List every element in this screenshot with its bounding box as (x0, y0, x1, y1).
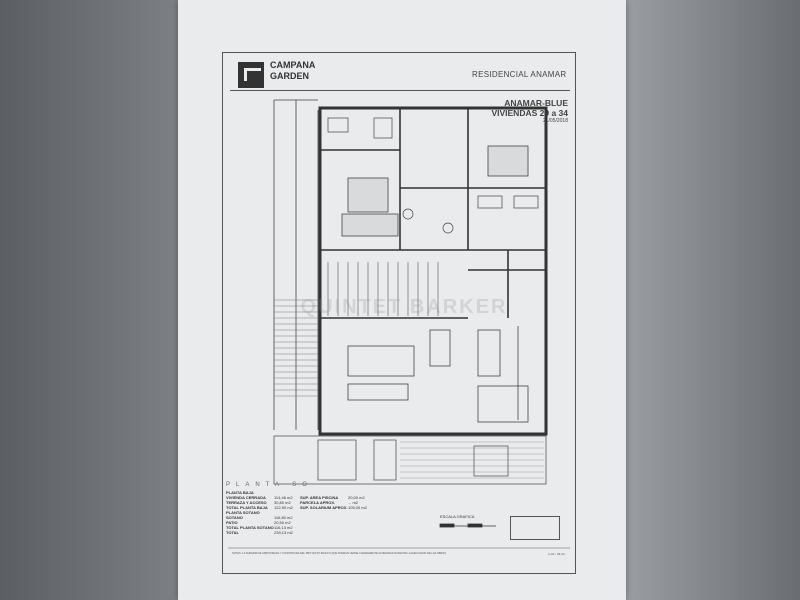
brand-line-1: CAMPANA (270, 60, 316, 70)
scale-bar (439, 523, 496, 528)
background-right (625, 0, 800, 600)
area-row: PLANTA SOTANO (226, 510, 260, 515)
planta-label: PLANTA SO (226, 482, 313, 488)
header-divider (230, 90, 570, 91)
terrace (273, 435, 547, 485)
floor-plan-drawing (228, 99, 570, 549)
exterior-stairs (274, 299, 318, 397)
project-line-2: VIVIENDAS 29 a 34 (491, 108, 568, 118)
legal-notes: NOTAS: LA SUPERFICIE APROXIMADA Y CONSTR… (232, 552, 446, 555)
brand-line-2: GARDEN (270, 71, 310, 81)
outer-walls (318, 106, 548, 436)
furniture-beds (341, 145, 529, 237)
plan-date: 21/05/2018 (542, 118, 568, 124)
project-title: ANAMAR-BLUE VIVIENDAS 29 a 34 (478, 98, 568, 118)
sheet-frame (222, 52, 576, 574)
scale-label: ESCALA GRAFICA (440, 514, 475, 519)
interior-stairs (327, 262, 439, 316)
residential-title: RESIDENCIAL ANAMAR (472, 70, 567, 79)
bathroom-fixtures (327, 117, 539, 234)
brand-name: CAMPANA GARDEN (270, 60, 330, 82)
terrace-decking (400, 441, 544, 479)
area-row: PLANTA BAJA (226, 490, 254, 495)
background-left (0, 0, 180, 600)
location-mini-map (510, 516, 560, 540)
interior-walls (320, 108, 546, 319)
watermark: QUINTET BARKER (300, 296, 508, 318)
project-line-1: ANAMAR-BLUE (504, 98, 568, 108)
campana-logo-icon (238, 62, 264, 88)
floor-plan-sheet: CAMPANA GARDEN RESIDENCIAL ANAMAR ANAMAR… (178, 0, 626, 600)
sheet-stamp: A-01 / 29-34 (548, 552, 565, 556)
living-furniture (347, 326, 529, 423)
